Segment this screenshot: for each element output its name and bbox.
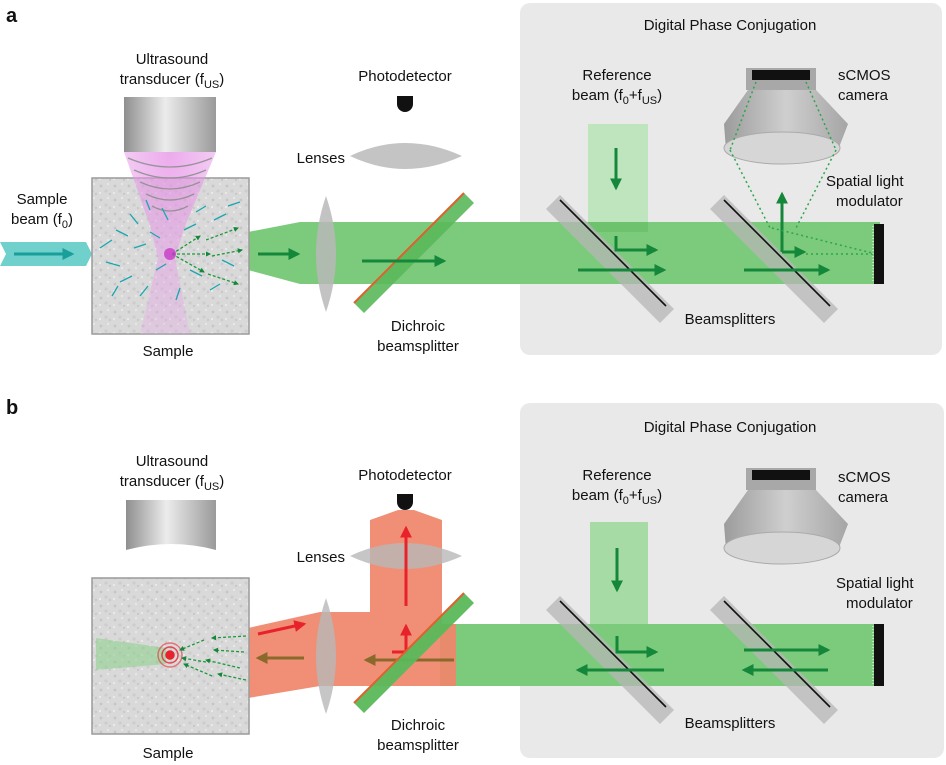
ultrasound-transducer-b xyxy=(126,500,216,550)
lenses-label-b: Lenses xyxy=(297,549,345,566)
photodetector-label-a: Photodetector xyxy=(358,68,451,85)
slm-a xyxy=(874,224,884,284)
sample-label-b: Sample xyxy=(143,745,194,762)
beam-lens-a xyxy=(316,196,336,312)
ultrasound-label-b-1: Ultrasound xyxy=(136,453,209,470)
beamsplitter-2-a xyxy=(710,195,838,323)
camera-label-a-1: sCMOS xyxy=(838,67,891,84)
slm-label-b-2: modulator xyxy=(846,595,913,612)
panel-a: a Digital Phase Conjugation Ultrasound t… xyxy=(0,3,942,360)
dichroic-label-b-1: Dichroic xyxy=(391,717,446,734)
photodetector-b xyxy=(397,494,413,510)
ultrasound-focus-a xyxy=(124,152,216,334)
camera-label-a-2: camera xyxy=(838,87,889,104)
beamsplitter-1-a xyxy=(546,195,674,323)
dichroic-label-b-2: beamsplitter xyxy=(377,737,459,754)
dpc-title-b: Digital Phase Conjugation xyxy=(644,419,817,436)
green-beam-b xyxy=(440,624,880,686)
focus-rings-b xyxy=(157,642,183,668)
camera-label-b-2: camera xyxy=(838,489,889,506)
slm-label-a-2: modulator xyxy=(836,193,903,210)
lenses-label-a: Lenses xyxy=(297,150,345,167)
reference-beam-a xyxy=(588,124,648,222)
ultrasound-label-a-1: Ultrasound xyxy=(136,51,209,68)
panel-a-letter: a xyxy=(6,5,18,27)
ultrasound-label-a-2: transducer (fUS) xyxy=(120,71,224,91)
dichroic-a xyxy=(353,192,474,313)
dichroic-label-a-2: beamsplitter xyxy=(377,338,459,355)
dichroic-b xyxy=(353,592,474,713)
beamsplitters-label-a: Beamsplitters xyxy=(685,311,776,328)
camera-label-b-1: sCMOS xyxy=(838,469,891,486)
panel-b-letter: b xyxy=(6,397,18,419)
scatter-paths-b xyxy=(179,635,247,681)
ultrasound-transducer-a xyxy=(124,97,216,152)
sample-label-a: Sample xyxy=(143,343,194,360)
red-beam-b xyxy=(248,510,456,698)
reference-label-a-2: beam (f0+fUS) xyxy=(572,87,662,107)
reference-label-a-1: Reference xyxy=(582,67,651,84)
sample-beam-label-a-2: beam (f0) xyxy=(11,211,73,231)
scatter-paths-a xyxy=(99,199,244,301)
slm-label-a-1: Spatial light xyxy=(826,173,904,190)
photodetector-label-b: Photodetector xyxy=(358,467,451,484)
sample-beam-label-a-1: Sample xyxy=(17,191,68,208)
slm-label-b-1: Spatial light xyxy=(836,575,914,592)
dpc-title-a: Digital Phase Conjugation xyxy=(644,17,817,34)
reference-label-b-1: Reference xyxy=(582,467,651,484)
ultrasound-waves-a xyxy=(127,157,213,212)
beamsplitter-1-b xyxy=(546,596,674,724)
photodetector-lens-a xyxy=(350,143,462,169)
camera-rays-a xyxy=(729,81,877,255)
reference-beam-b xyxy=(590,522,648,624)
scmos-camera-b xyxy=(723,468,848,565)
beamsplitters-label-b: Beamsplitters xyxy=(685,715,776,732)
reference-label-b-2: beam (f0+fUS) xyxy=(572,487,662,507)
slm-b xyxy=(874,624,884,686)
beam-lens-b xyxy=(316,598,336,714)
panel-b: b Digital Phase Conjugation Sample Ult xyxy=(6,397,944,762)
scmos-camera-a xyxy=(723,68,848,165)
beamsplitter-2-b xyxy=(710,596,838,724)
ultrasound-label-b-2: transducer (fUS) xyxy=(120,473,224,493)
dichroic-label-a-1: Dichroic xyxy=(391,318,446,335)
photodetector-a xyxy=(397,96,413,112)
